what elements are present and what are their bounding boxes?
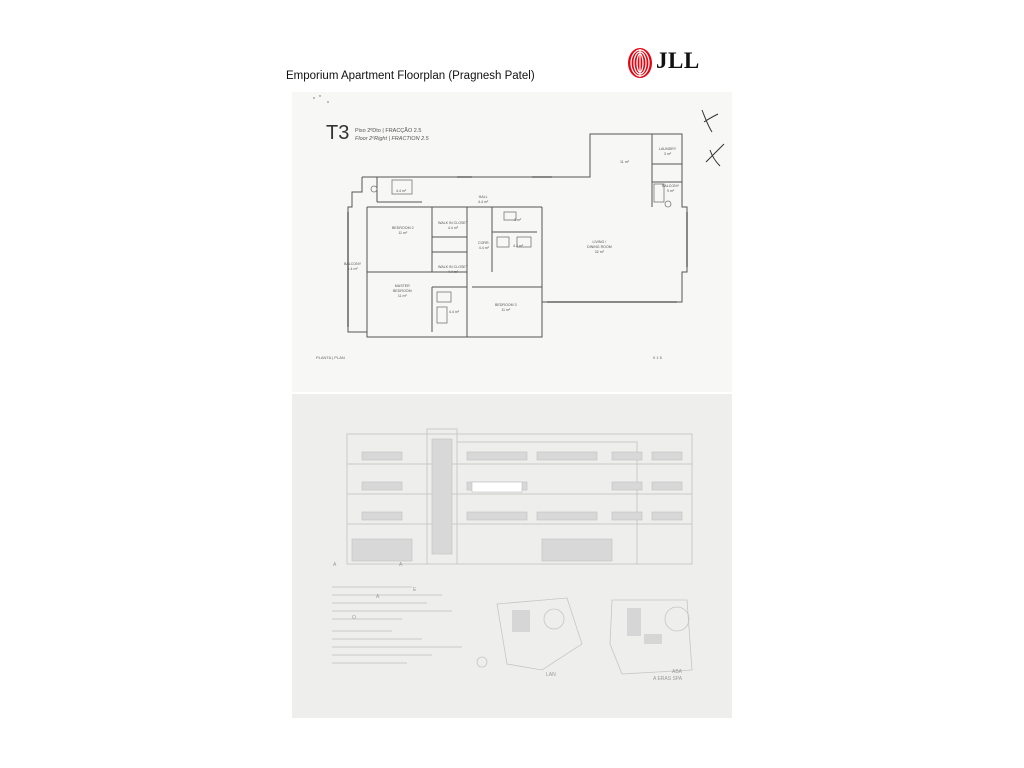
room-wc-4: 4.4 m² (513, 244, 524, 248)
room-corridor: CORR.4.4 m² (478, 241, 490, 250)
site-plan-caption-right-2: A ERAS SPA (653, 676, 683, 682)
unit-code: T3 (326, 122, 350, 144)
jll-logo (628, 48, 652, 78)
plan-header-line2: Floor 2ºRight | FRACTION 2.5 (355, 136, 429, 142)
jll-logo-text: JLL (656, 48, 700, 73)
room-kitchen: 11 m² (620, 160, 629, 164)
floorplan-drawing (313, 95, 725, 338)
elevation-marker-o: O (352, 615, 356, 621)
room-wc-3: 3 m² (514, 218, 522, 222)
elevation-marker-a1: A (333, 562, 337, 568)
plan-header-line1: Piso 2ºDto | FRACÇÃO 2.5 (355, 128, 422, 134)
site-plan-caption-left: LAN (546, 672, 556, 678)
document-title: Emporium Apartment Floorplan (Pragnesh P… (286, 70, 535, 82)
elevation-marker-a3: A (376, 594, 380, 600)
floorplan-sheet (292, 92, 732, 392)
elevation-drawing (332, 428, 693, 675)
room-wc-1: 4.4 m² (396, 189, 407, 193)
plan-footer-label: PLANTA | PLAN (316, 355, 345, 360)
elevation-marker-a2: A (399, 562, 403, 568)
jll-logo-mark-icon (628, 48, 652, 78)
elevation-sheet (292, 394, 732, 718)
elevation-marker-e: E (413, 587, 417, 593)
site-plan-caption-right-1: ABA (672, 669, 683, 675)
plan-scale: 0 1 5 (653, 355, 662, 360)
room-wc-2: 4.4 m² (449, 310, 460, 314)
